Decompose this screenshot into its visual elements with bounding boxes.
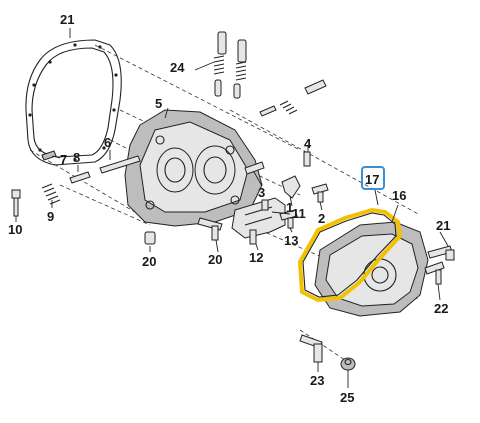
bolt-20[interactable]	[197, 217, 223, 241]
callout-19[interactable]: 21	[60, 12, 74, 27]
callout-16[interactable]: 16	[392, 188, 406, 203]
screw-and-spring-upper[interactable]	[259, 79, 327, 117]
gasket-17-highlighted[interactable]	[297, 207, 403, 303]
callout-13[interactable]: 13	[284, 233, 298, 248]
spring-9[interactable]	[41, 183, 61, 205]
selected-part-frame	[361, 166, 385, 190]
callout-20[interactable]: 20	[208, 252, 222, 267]
callout-4[interactable]: 4	[304, 136, 312, 151]
dowel-7[interactable]	[41, 150, 57, 161]
callout-7[interactable]: 7	[60, 152, 67, 167]
bolt-23[interactable]	[299, 334, 323, 363]
bolt-10[interactable]	[11, 189, 21, 217]
pin-4[interactable]	[303, 151, 311, 167]
callout-9[interactable]: 9	[47, 209, 54, 224]
rod-6[interactable]	[99, 155, 141, 174]
bolt-22[interactable]	[424, 261, 445, 285]
clip-1[interactable]	[281, 175, 301, 199]
callout-18[interactable]: 20	[142, 254, 156, 269]
callout-labels: 21 24 5 6 7 8 9 10 20 20 12 13 11 3 1 4 …	[8, 12, 450, 405]
bracket-11-12[interactable]	[231, 197, 286, 245]
callout-10[interactable]: 10	[8, 222, 22, 237]
callout-22[interactable]: 22	[434, 301, 448, 316]
callout-21[interactable]: 21	[436, 218, 450, 233]
crankcase-cover-5[interactable]	[124, 109, 263, 227]
callout-25[interactable]: 25	[340, 390, 354, 405]
callout-23[interactable]: 23	[310, 373, 324, 388]
nut-25[interactable]	[340, 357, 356, 371]
callout-24[interactable]: 24	[170, 60, 185, 75]
pin-18[interactable]	[144, 231, 156, 245]
pin-8[interactable]	[69, 171, 91, 184]
gasket-19[interactable]	[25, 39, 122, 166]
callout-3[interactable]: 3	[258, 185, 265, 200]
bolt-13[interactable]	[279, 209, 298, 229]
callout-5[interactable]: 5	[155, 96, 162, 111]
pins-and-springs-24[interactable]	[213, 31, 247, 99]
callout-8[interactable]: 8	[73, 150, 80, 165]
callout-1[interactable]: 1	[286, 200, 293, 215]
callout-17[interactable]: 17	[365, 172, 379, 187]
callout-2[interactable]: 2	[318, 211, 325, 226]
bolt-2[interactable]	[311, 183, 329, 203]
callout-6[interactable]: 6	[104, 135, 111, 150]
callout-12[interactable]: 12	[249, 250, 263, 265]
fitting-3[interactable]	[244, 161, 265, 175]
bolt-21[interactable]	[427, 245, 455, 261]
callout-11[interactable]: 11	[292, 206, 306, 221]
leader-lines	[15, 28, 449, 388]
